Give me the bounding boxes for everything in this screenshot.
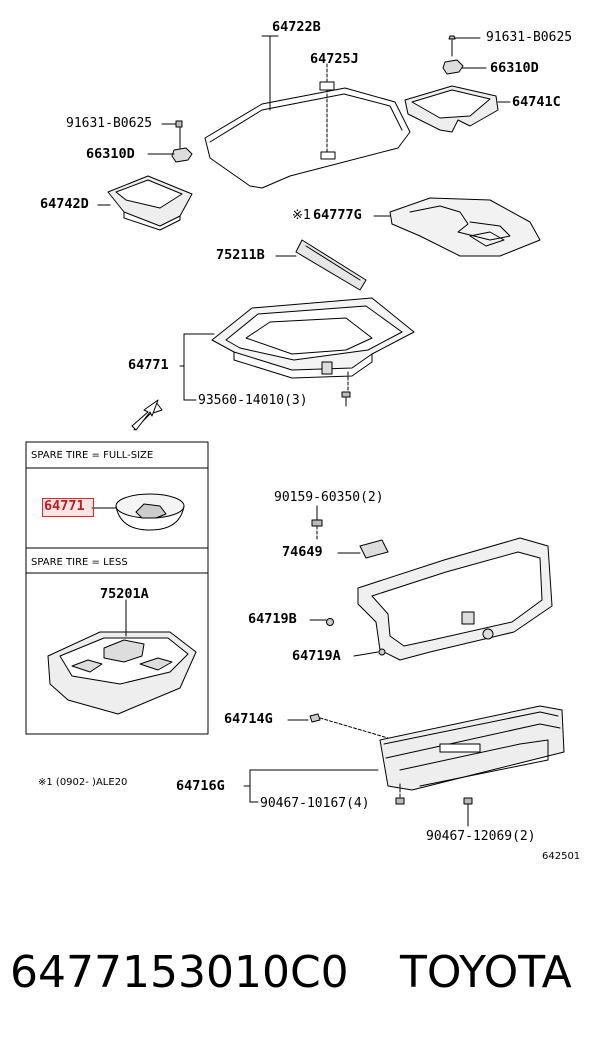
footer-part-number: 6477153010C0 (10, 947, 349, 998)
clip-66310d-top (442, 59, 487, 75)
inset-less-heading: SPARE TIRE = LESS (31, 557, 128, 568)
part-label-66310d-top: 66310D (490, 60, 539, 76)
part-label-64777g: 64777G (313, 207, 362, 223)
cover-64777g (373, 197, 541, 257)
strip-75211b (275, 239, 367, 291)
inset-part-label-64771: 64771 (44, 498, 85, 514)
part-label-64777g-mark: ※1 (292, 208, 311, 223)
bolt-90159 (311, 505, 323, 541)
scuff-plate-64716g (243, 705, 565, 803)
tray-64741c (404, 85, 511, 133)
part-label-93560: 93560-14010(3) (198, 393, 308, 408)
inset-frame (25, 441, 209, 735)
clip-64714g (287, 713, 389, 739)
box-64742d (97, 175, 193, 231)
part-label-66310d-left: 66310D (86, 146, 135, 162)
part-label-64722b: 64722B (272, 19, 321, 35)
part-label-91631-top: 91631-B0625 (486, 30, 573, 45)
screw-90467-12069 (463, 797, 473, 827)
trunk-mat-64722b (204, 35, 411, 189)
clip-64719b (309, 618, 334, 626)
inset-full-size-heading: SPARE TIRE = FULL-SIZE (31, 450, 154, 461)
screw-90467-10167 (395, 783, 405, 805)
diagram-code: 642501 (542, 851, 581, 862)
part-label-64741c: 64741C (512, 94, 561, 110)
bolt-91631-top (448, 35, 481, 57)
spare-tire-bowl (91, 493, 185, 531)
bolt-91631-left (161, 120, 183, 149)
part-label-64714g: 64714G (224, 711, 273, 727)
part-label-64725j: 64725J (310, 51, 359, 67)
part-label-90467-12069: 90467-12069(2) (426, 829, 536, 844)
latch-74649 (337, 539, 389, 559)
part-label-74649: 74649 (282, 544, 323, 560)
part-label-91631-left: 91631-B0625 (66, 116, 153, 131)
part-label-90159: 90159-60350(2) (274, 490, 384, 505)
part-label-75211b: 75211B (216, 247, 265, 263)
highlighted-part-box (42, 498, 94, 517)
part-label-64771: 64771 (128, 357, 169, 373)
clip-66310d-left (147, 147, 193, 163)
trunk-lid-liner-64719a (353, 537, 553, 661)
deck-board-64771 (179, 297, 415, 401)
footer-brand: TOYOTA (400, 947, 572, 998)
foam-tray-75201a (47, 599, 197, 715)
part-label-90467-10167: 90467-10167(4) (260, 796, 370, 811)
part-label-64719a: 64719A (292, 648, 341, 664)
inset-part-label-75201a: 75201A (100, 586, 149, 602)
part-label-64716g: 64716G (176, 778, 225, 794)
part-label-64742d: 64742D (40, 196, 89, 212)
direction-arrow (131, 399, 163, 431)
footnote: ※1 (0902- )ALE20 (38, 777, 128, 788)
part-label-64719b: 64719B (248, 611, 297, 627)
bolt-93560 (341, 391, 351, 407)
